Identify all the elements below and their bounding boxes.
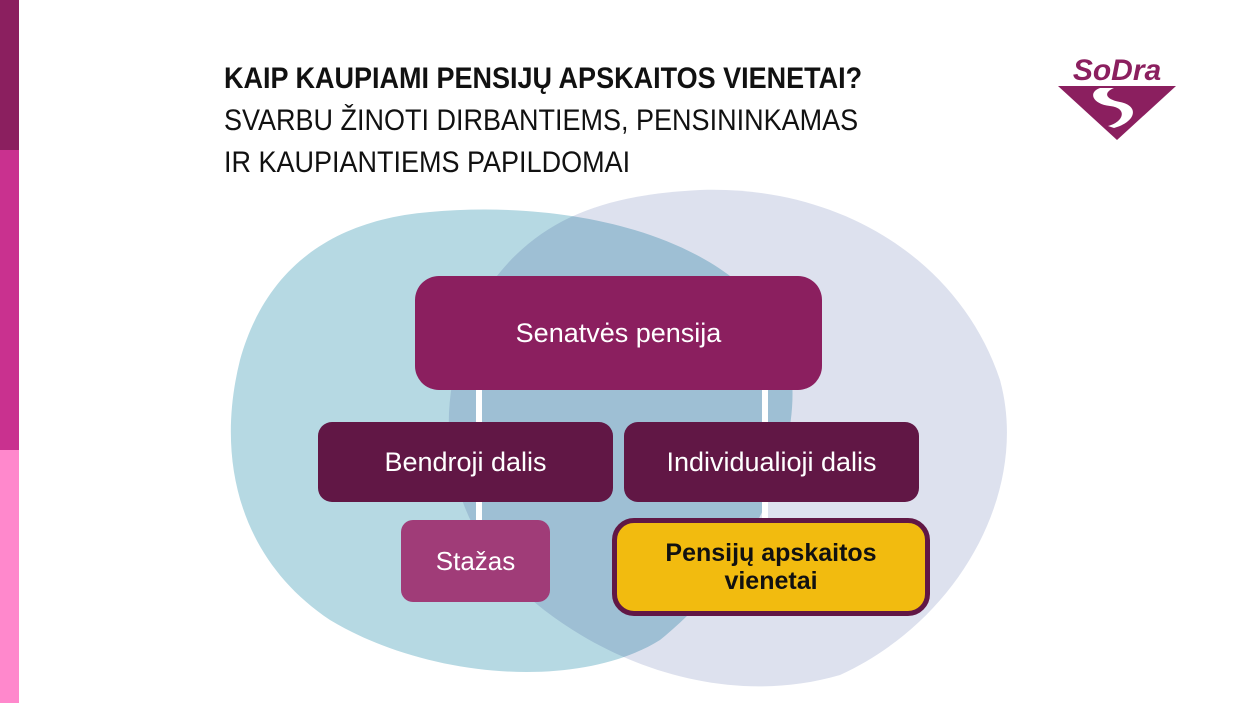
node-senatves-pensija: Senatvės pensija xyxy=(415,276,822,390)
subtitle-line-1: SVARBU ŽINOTI DIRBANTIEMS, PENSININKAMAS xyxy=(224,104,859,137)
node-individualioji-dalis: Individualioji dalis xyxy=(624,422,919,502)
sodra-logo: SoDra xyxy=(1058,54,1176,140)
accent-bar-light xyxy=(0,450,19,703)
accent-bar-dark xyxy=(0,0,19,150)
connector-root-right xyxy=(762,388,768,424)
subtitle-line-2: IR KAUPIANTIEMS PAPILDOMAI xyxy=(224,146,631,179)
accent-bar-mid xyxy=(0,150,19,450)
node-stazas: Stažas xyxy=(401,520,550,602)
connector-root-left xyxy=(476,388,482,424)
title-main: KAIP KAUPIAMI PENSIJŲ APSKAITOS VIENETAI… xyxy=(224,62,863,95)
connector-left-child xyxy=(476,500,482,522)
svg-text:SoDra: SoDra xyxy=(1073,54,1161,87)
node-pensiju-apskaitos-vienetai: Pensijų apskaitos vienetai xyxy=(612,518,930,616)
slide-title: KAIP KAUPIAMI PENSIJŲ APSKAITOS VIENETAI… xyxy=(224,58,862,184)
connector-right-child xyxy=(762,500,768,522)
node-bendroji-dalis: Bendroji dalis xyxy=(318,422,613,502)
